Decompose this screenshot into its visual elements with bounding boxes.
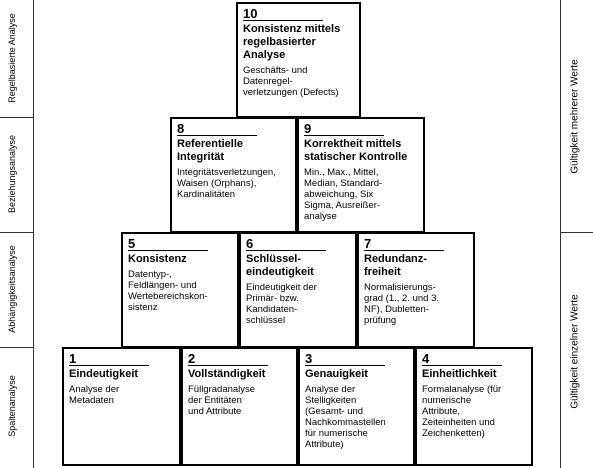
box-description: Datentyp-, Feldlängen- und Wertebereichs… — [128, 269, 208, 313]
box-description: Analyse der Metadaten — [69, 384, 120, 406]
box-description: Min., Max., Mittel, Median, Standard- ab… — [304, 167, 383, 222]
box-title: Korrektheit mittels statischer Kontrolle — [304, 138, 408, 163]
left-sep-3 — [0, 347, 33, 348]
box-description: Geschäfts- und Datenregel- verletzungen … — [243, 65, 339, 98]
box-description: Analyse der Stelligkeiten (Gesamt- und N… — [305, 384, 386, 450]
box-number: 5 — [128, 237, 208, 251]
box-title: Vollständigkeit — [188, 368, 266, 380]
label-regelbasierte-analyse: Regelbasierte Analyse — [7, 13, 17, 103]
box-number: 7 — [364, 237, 444, 251]
box-title: Schlüssel- eindeutigkeit — [246, 253, 314, 278]
box-description: Formalanalyse (für numerische Attribute,… — [422, 384, 502, 439]
box-title: Konsistenz — [128, 253, 187, 265]
label-beziehungsanalyse: Beziehungsanalyse — [7, 134, 17, 214]
box-number: 4 — [422, 352, 502, 366]
left-sep-1 — [0, 117, 33, 118]
box-title: Genauigkeit — [305, 368, 368, 380]
box-number: 10 — [243, 7, 323, 21]
box-title: Konsistenz mittels regelbasierter Analys… — [243, 23, 341, 61]
box-description: Normalisierungs- grad (1., 2. und 3. NF)… — [364, 282, 439, 326]
box-title: Referentielle Integrität — [177, 138, 244, 163]
label-spaltenanalyse: Spaltenanalyse — [7, 375, 17, 437]
box-number: 3 — [305, 352, 385, 366]
box-number: 2 — [188, 352, 268, 366]
left-sep-2 — [0, 232, 33, 233]
label-abhaengigkeitsanalyse: Abhängigkeitsanalyse — [7, 245, 17, 333]
right-divider — [560, 0, 561, 468]
right-sep — [560, 232, 593, 233]
box-description: Integritätsverletzungen, Waisen (Orphans… — [177, 167, 276, 200]
label-gueltigkeit-mehrerer-werte: Gültigkeit mehrerer Werte — [569, 59, 581, 174]
box-description: Füllgradanalyse der Entitäten und Attrib… — [188, 384, 256, 417]
box-description: Eindeutigkeit der Primär- bzw. Kandidate… — [246, 282, 317, 326]
box-number: 6 — [246, 237, 326, 251]
box-number: 8 — [177, 122, 257, 136]
box-title: Redundanz- freiheit — [364, 253, 427, 278]
box-number: 1 — [69, 352, 149, 366]
box-title: Eindeutigkeit — [69, 368, 139, 380]
left-divider — [33, 0, 34, 468]
box-number: 9 — [304, 122, 384, 136]
label-gueltigkeit-einzelner-werte: Gültigkeit einzelner Werte — [569, 294, 581, 409]
box-title: Einheitlichkeit — [422, 368, 497, 380]
